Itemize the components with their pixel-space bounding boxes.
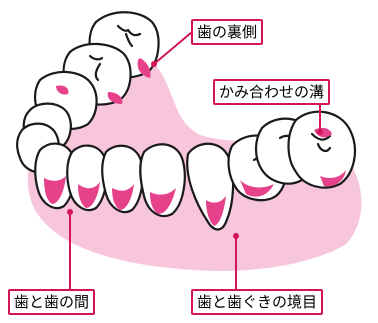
label-back-of-teeth: 歯の裏側 — [191, 19, 264, 45]
label-chewing-groove: かみ合わせの溝 — [213, 79, 331, 105]
label-between-teeth: 歯と歯の間 — [8, 289, 96, 315]
canine-tooth — [186, 142, 235, 231]
dot-back — [151, 61, 157, 67]
front-tooth-4 — [139, 143, 186, 218]
dot-groove — [317, 129, 323, 135]
label-gum-line: 歯と歯ぐきの境目 — [191, 289, 324, 315]
dot-gum — [233, 233, 239, 239]
front-tooth-3 — [101, 144, 144, 214]
front-tooth-2 — [66, 144, 108, 212]
leader-back — [153, 31, 193, 65]
front-tooth-1 — [34, 142, 76, 210]
molar-right — [287, 110, 357, 189]
dot-between — [67, 209, 73, 215]
